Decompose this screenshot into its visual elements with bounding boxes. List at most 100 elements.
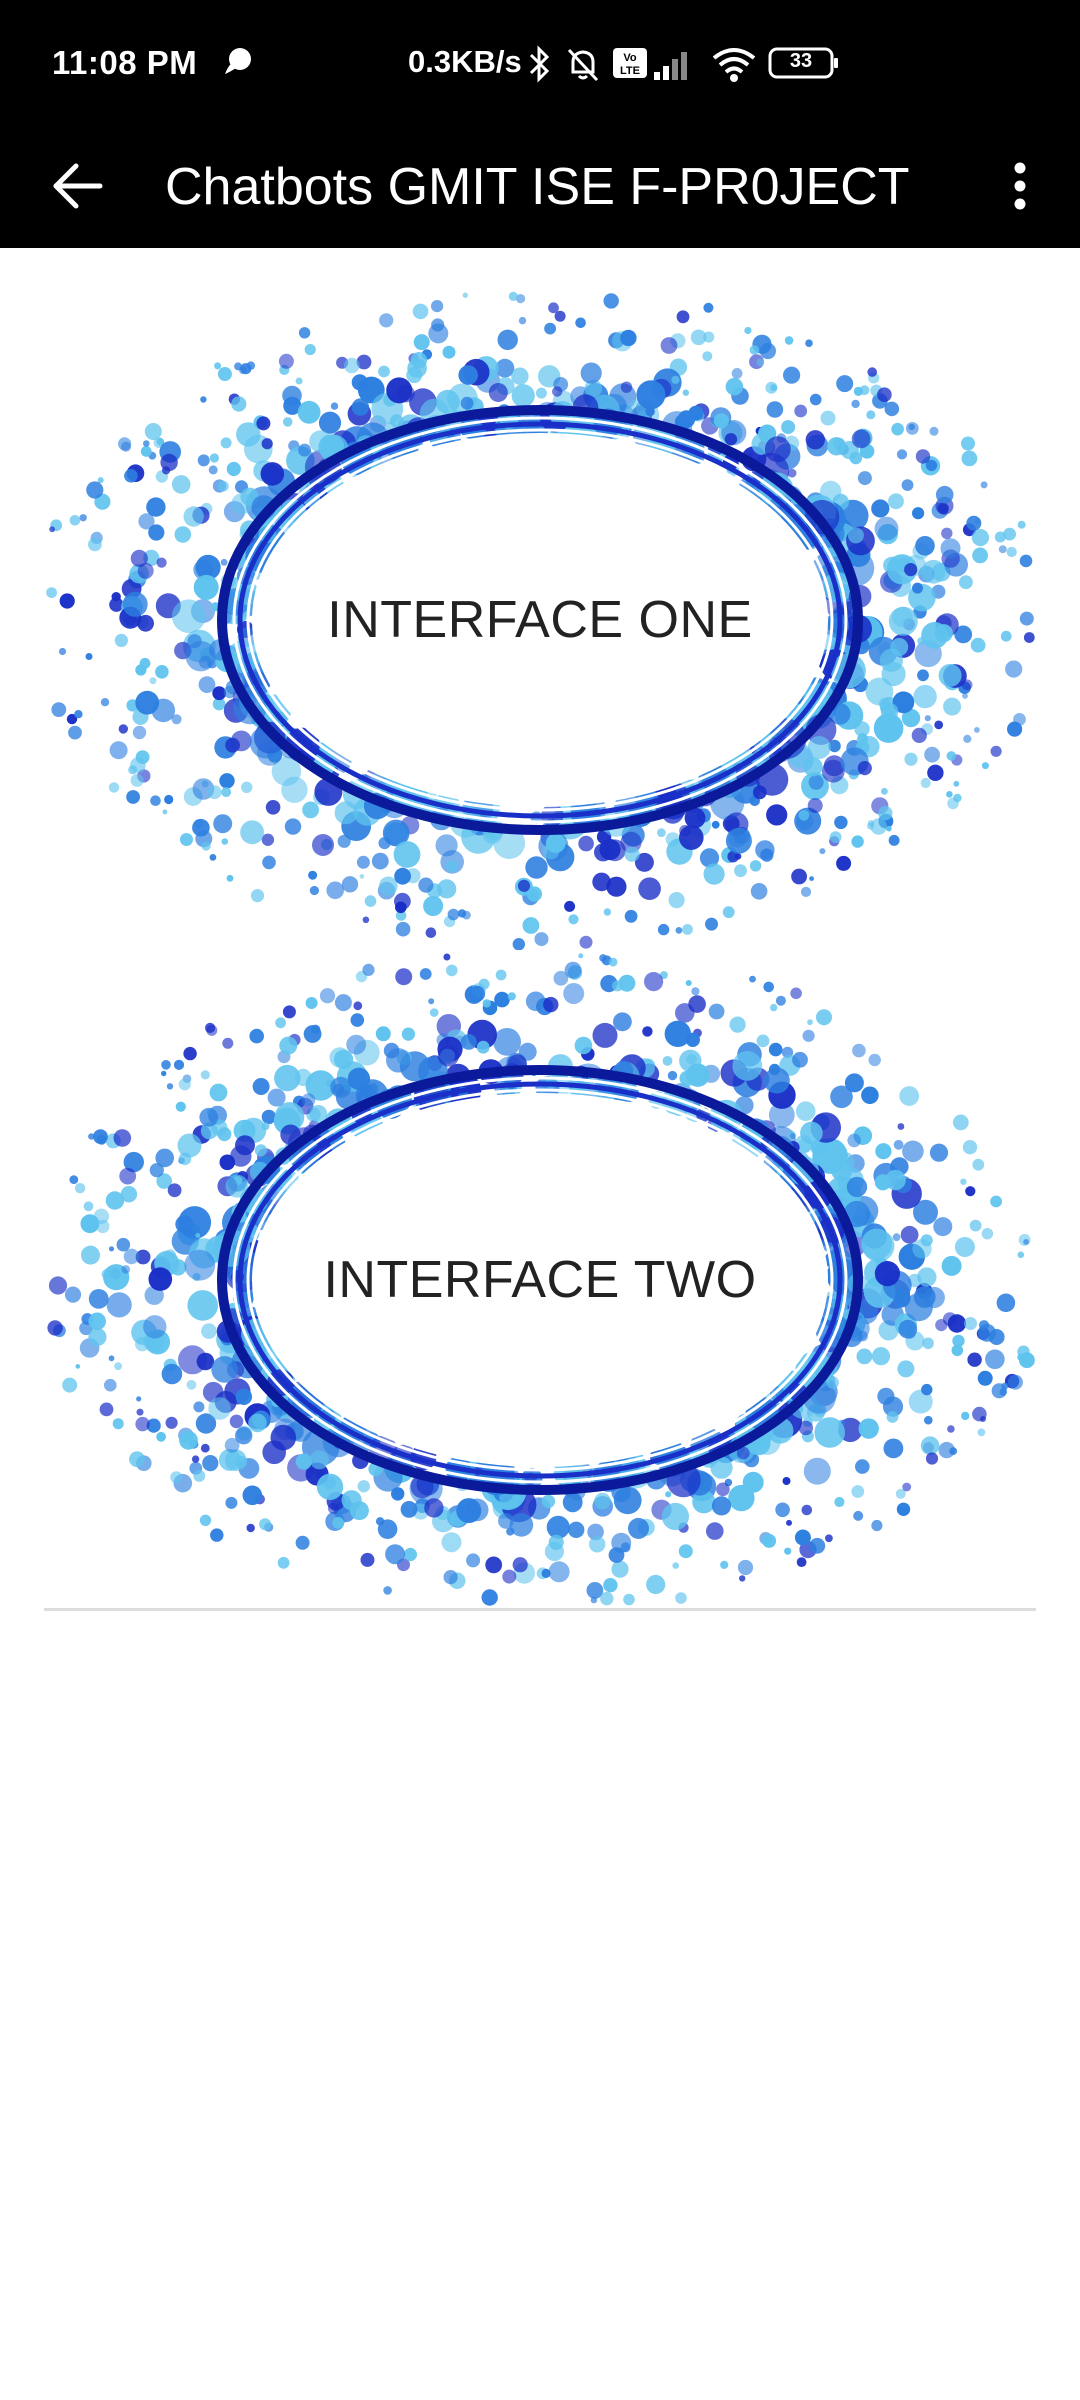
splash-dot bbox=[801, 1504, 813, 1516]
splash-dot bbox=[138, 513, 155, 530]
splash-dot bbox=[675, 1003, 695, 1023]
splash-dot bbox=[750, 883, 768, 900]
splash-dot bbox=[460, 396, 474, 410]
splash-dot bbox=[412, 303, 429, 320]
splash-dot bbox=[846, 1176, 868, 1198]
splash-dot bbox=[722, 906, 735, 919]
splash-dot bbox=[394, 867, 411, 885]
splash-dot bbox=[148, 524, 165, 541]
splash-dot bbox=[911, 727, 927, 743]
splash-dot bbox=[971, 529, 990, 547]
interface-two-button[interactable]: INTERFACE TWO bbox=[44, 950, 1036, 1610]
splash-dot bbox=[383, 1586, 392, 1595]
splash-dot bbox=[784, 1547, 792, 1555]
splash-dot bbox=[297, 400, 321, 424]
splash-dot bbox=[192, 818, 210, 837]
splash-dot bbox=[185, 641, 216, 672]
splash-dot bbox=[140, 446, 152, 457]
splash-dot bbox=[482, 999, 491, 1008]
splash-dot bbox=[378, 837, 391, 850]
splash-dot bbox=[309, 1105, 328, 1123]
splash-dot bbox=[511, 384, 535, 408]
splash-dot bbox=[882, 1396, 904, 1417]
splash-dot bbox=[229, 1414, 244, 1429]
splash-dot bbox=[225, 1496, 238, 1509]
splash-dot bbox=[543, 996, 559, 1013]
splash-dot bbox=[171, 714, 182, 725]
splash-dot bbox=[187, 1290, 218, 1321]
splash-dot bbox=[834, 815, 848, 830]
splash-dot bbox=[901, 479, 914, 491]
splash-dot bbox=[994, 531, 1006, 543]
splash-dot bbox=[884, 401, 900, 417]
splash-ring bbox=[246, 428, 834, 812]
splash-dot bbox=[646, 1574, 666, 1595]
splash-dot bbox=[178, 1152, 192, 1166]
splash-dot bbox=[851, 1485, 865, 1498]
splash-dot bbox=[143, 549, 160, 566]
splash-dot bbox=[193, 1469, 206, 1482]
splash-dot bbox=[250, 889, 265, 903]
splash-dot bbox=[235, 1388, 253, 1405]
arrow-back-icon[interactable] bbox=[50, 158, 106, 214]
splash-dot bbox=[312, 834, 334, 856]
splash-dot bbox=[498, 1513, 514, 1529]
splash-dot bbox=[206, 1024, 218, 1036]
splash-dot bbox=[728, 1484, 755, 1512]
splash-dot bbox=[546, 1515, 570, 1539]
splash-dot bbox=[180, 833, 193, 846]
splash-dot bbox=[437, 879, 457, 899]
splash-dot bbox=[809, 1537, 826, 1554]
splash-dot bbox=[495, 969, 507, 981]
splash-dot bbox=[545, 833, 566, 853]
splash-dot bbox=[262, 855, 276, 870]
splash-dot bbox=[606, 876, 627, 897]
battery-level: 33 bbox=[789, 50, 813, 72]
splash-dot bbox=[458, 365, 479, 385]
splash-dot bbox=[881, 787, 888, 795]
splash-dot bbox=[917, 669, 929, 682]
splash-dot bbox=[638, 877, 661, 900]
splash-dot bbox=[814, 1417, 845, 1448]
interface-one-button[interactable]: INTERFACE ONE bbox=[44, 290, 1036, 950]
splash-dot bbox=[908, 1389, 933, 1414]
splash-dot bbox=[665, 832, 680, 847]
splash-dot bbox=[881, 661, 906, 687]
splash-dot bbox=[114, 633, 128, 647]
splash-dot bbox=[201, 841, 211, 851]
splash-dot bbox=[729, 1016, 746, 1033]
more-vert-icon[interactable] bbox=[1000, 146, 1040, 226]
splash-dot bbox=[356, 855, 370, 869]
bluetooth-icon bbox=[527, 44, 553, 89]
app-bar: Chatbots GMIT ISE F-PR0JECT bbox=[0, 126, 1080, 248]
splash-dot bbox=[393, 841, 421, 868]
splash-dot bbox=[143, 440, 150, 447]
splash-dot bbox=[199, 1514, 212, 1526]
splash-dot bbox=[807, 736, 831, 759]
splash-dot bbox=[132, 725, 147, 740]
splash-dot bbox=[977, 1428, 986, 1437]
splash-dot bbox=[108, 782, 120, 793]
splash-dot bbox=[137, 562, 154, 579]
splash-dot bbox=[88, 1289, 109, 1309]
splash-dot bbox=[80, 1214, 100, 1234]
splash-dot bbox=[657, 923, 670, 936]
splash-dot bbox=[857, 761, 872, 776]
splash-dot bbox=[69, 515, 81, 526]
splash-dot bbox=[874, 516, 899, 541]
splash-dot bbox=[419, 968, 432, 980]
splash-dot bbox=[568, 914, 579, 925]
splash-dot bbox=[580, 362, 602, 384]
splash-dot bbox=[807, 798, 823, 814]
splash-dot bbox=[938, 663, 962, 687]
splash-dot bbox=[1019, 611, 1034, 626]
splash-dot bbox=[239, 366, 247, 375]
splash-dot bbox=[118, 724, 128, 734]
splash-dot bbox=[584, 379, 603, 398]
splash-dot bbox=[121, 441, 131, 452]
splash-dot bbox=[334, 801, 358, 825]
splash-ring bbox=[232, 416, 848, 824]
splash-dot bbox=[378, 876, 398, 896]
splash-dot bbox=[1017, 1345, 1030, 1358]
splash-dot bbox=[664, 1020, 691, 1047]
